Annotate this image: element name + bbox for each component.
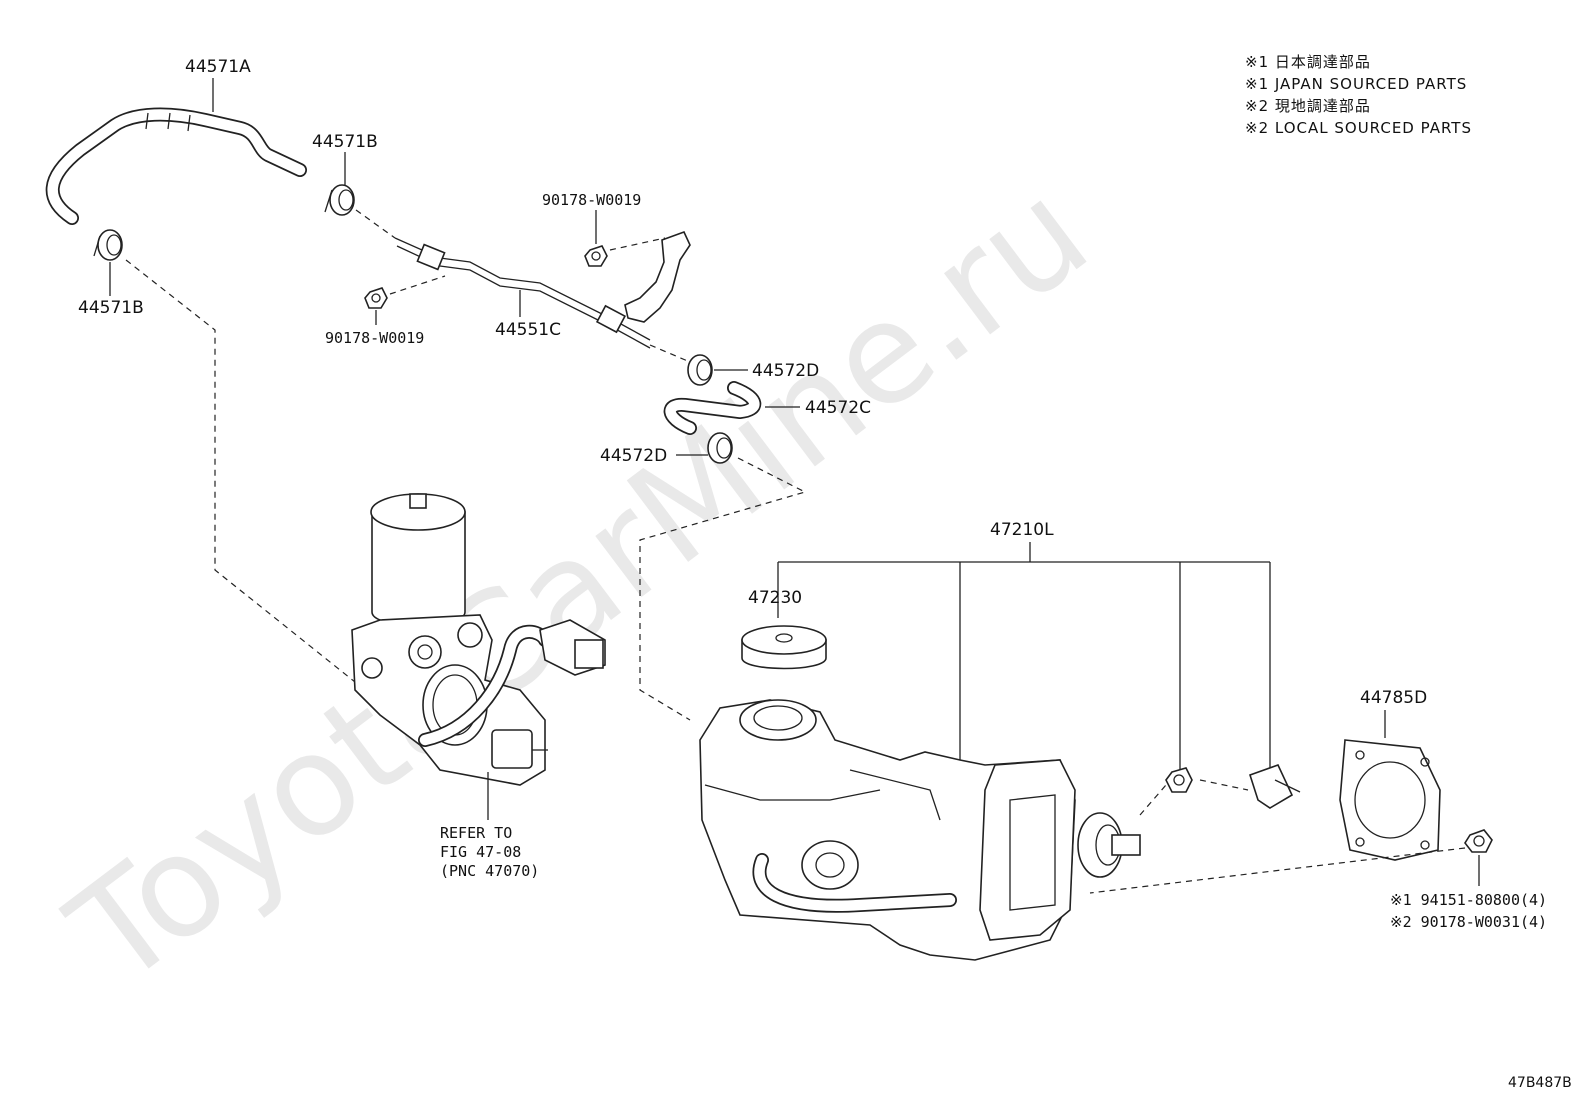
clip-44572D-bottom[interactable] [707,432,733,464]
nut-90178-W0019-left[interactable] [364,287,388,309]
reservoir-cap-47230[interactable] [741,625,827,670]
label-44785D: 44785D [1360,688,1427,708]
clip-44571B-left[interactable] [93,229,123,261]
label-90178-W0019-left: 90178-W0019 [325,329,424,347]
nut-47210L[interactable] [1165,767,1193,793]
sourcing-notes: ※1 日本調達部品 ※1 JAPAN SOURCED PARTS ※2 現地調達… [1245,53,1472,137]
label-bolt-local: ※2 90178-W0031(4) [1390,913,1547,931]
label-44572C: 44572C [805,398,871,418]
bolt-94151-80800[interactable] [1464,829,1493,853]
pipe-44551C[interactable] [394,237,651,349]
brake-booster-47210L[interactable] [699,699,1141,961]
clip-44572D-top[interactable] [687,354,713,386]
hose-44572C[interactable] [663,381,762,435]
label-44551C: 44551C [495,320,561,340]
clevis-47210L[interactable] [1249,764,1301,809]
note-jp-1: ※1 日本調達部品 [1245,53,1371,71]
label-44572D-top: 44572D [752,361,819,381]
leader-47210L [777,542,1271,770]
hose-44571A[interactable] [45,107,307,225]
label-44572D-bottom: 44572D [600,446,667,466]
label-44571A: 44571A [185,57,251,77]
label-bolt-jp: ※1 94151-80800(4) [1390,891,1547,909]
note-en-1: ※1 JAPAN SOURCED PARTS [1245,75,1467,93]
bracket[interactable] [624,230,691,323]
label-90178-W0019-top: 90178-W0019 [542,191,641,209]
label-44571B-top: 44571B [312,132,378,152]
pump-motor-assembly[interactable] [351,493,606,786]
label-47230: 47230 [748,588,802,608]
clip-44571B-top[interactable] [324,184,355,216]
note-jp-2: ※2 現地調達部品 [1245,97,1371,115]
refer-text-2: FIG 47-08 [440,843,521,861]
note-en-2: ※2 LOCAL SOURCED PARTS [1245,119,1472,137]
label-47210L: 47210L [990,520,1054,540]
label-44571B-left: 44571B [78,298,144,318]
figure-code: 47B487B [1508,1075,1572,1091]
refer-text-3: (PNC 47070) [440,862,539,880]
refer-text-1: REFER TO [440,824,512,842]
gasket-44785D[interactable] [1339,739,1441,861]
nut-90178-W0019-top[interactable] [584,245,608,267]
